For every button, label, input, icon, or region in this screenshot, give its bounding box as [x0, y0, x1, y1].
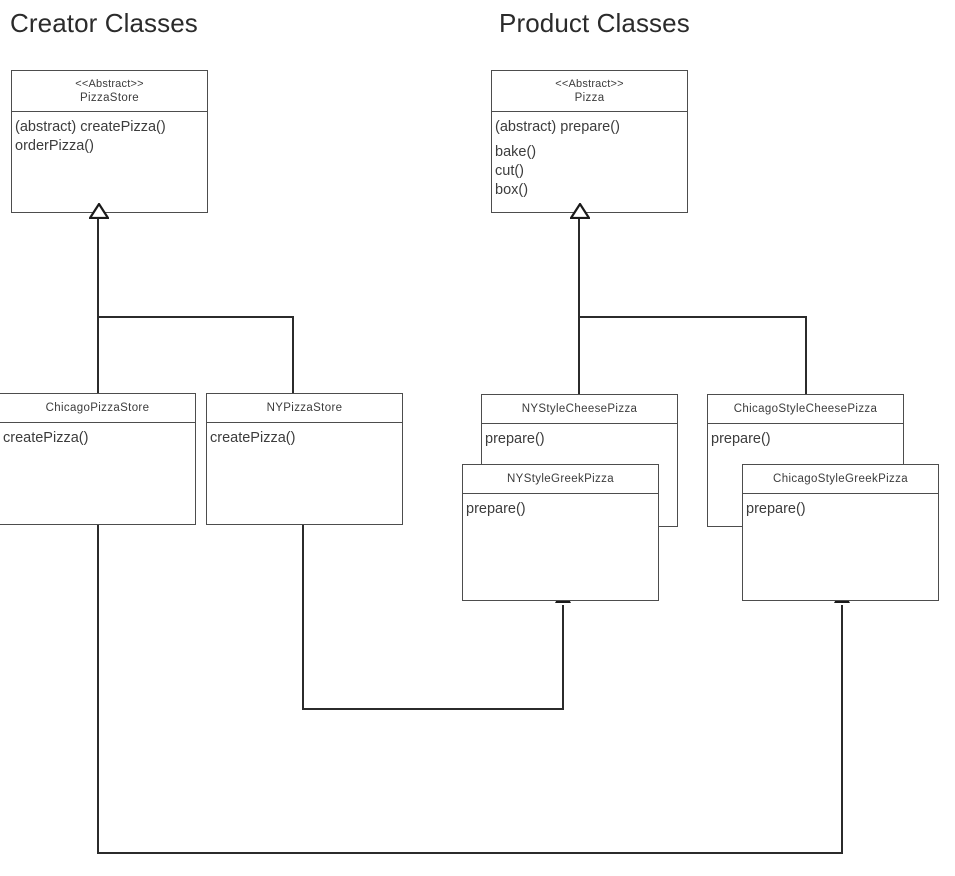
method-item: prepare() — [746, 501, 806, 517]
inheritance-arrow-pizza — [570, 203, 590, 219]
section-title-creator-classes: Creator Classes — [10, 8, 198, 38]
class-name-chicagopizzastore: ChicagoPizzaStore — [45, 402, 150, 414]
connector-nystylecheesepizza-riser — [578, 316, 580, 395]
class-header-nystylegreekpizza: NYStyleGreekPizza — [463, 465, 658, 494]
class-stereotype-pizzastore: <<Abstract>> — [75, 78, 144, 90]
connector-pizza-trunk — [578, 218, 580, 318]
class-name-pizza: Pizza — [574, 92, 605, 104]
method-item: box() — [495, 182, 529, 198]
class-header-pizza: <<Abstract>> Pizza — [492, 71, 687, 112]
connector-nypizzastore-riser — [292, 316, 294, 394]
connector-pizzastore-crossbar — [97, 316, 294, 318]
connector-chicagopizzastore-riser — [97, 316, 99, 394]
class-members-nystylegreekpizza: prepare() — [463, 494, 658, 600]
class-header-chicagopizzastore: ChicagoPizzaStore — [0, 394, 195, 423]
class-header-nypizzastore: NYPizzaStore — [207, 394, 402, 423]
method-item: prepare() — [466, 501, 526, 517]
class-name-nystylecheesepizza: NYStyleCheesePizza — [521, 403, 638, 415]
method-item: prepare() — [711, 431, 771, 447]
connector-chicagostylecheesepizza-riser — [805, 316, 807, 395]
inheritance-arrow-pizzastore — [89, 203, 109, 219]
class-header-chicagostylegreekpizza: ChicagoStyleGreekPizza — [743, 465, 938, 494]
class-name-chicagostylecheesepizza: ChicagoStyleCheesePizza — [733, 403, 878, 415]
connector-chicagogreek-riser — [841, 605, 843, 853]
class-members-chicagostylecheesepizza: prepare() — [708, 424, 903, 526]
class-name-nystylegreekpizza: NYStyleGreekPizza — [507, 473, 614, 485]
class-box-nystylegreekpizza[interactable]: NYStyleGreekPizza prepare() — [462, 464, 659, 601]
class-name-chicagostylegreekpizza: ChicagoStyleGreekPizza — [773, 473, 908, 485]
connector-nypizzastore-drop — [302, 523, 304, 710]
class-box-pizzastore[interactable]: <<Abstract>> PizzaStore (abstract) creat… — [11, 70, 208, 213]
class-members-nypizzastore: createPizza() — [207, 423, 402, 524]
method-item: (abstract) prepare() — [495, 119, 620, 135]
method-item: (abstract) createPizza() — [15, 119, 166, 135]
method-item: createPizza() — [3, 430, 89, 446]
connector-chicagogreek-run — [97, 852, 843, 854]
class-header-nystylecheesepizza: NYStyleCheesePizza — [482, 395, 677, 424]
method-item: orderPizza() — [15, 138, 94, 154]
connector-pizza-crossbar — [578, 316, 807, 318]
class-members-nystylecheesepizza: prepare() — [482, 424, 677, 526]
class-members-pizzastore: (abstract) createPizza() orderPizza() — [12, 112, 207, 212]
method-item: cut() — [495, 163, 524, 179]
method-item: bake() — [495, 144, 537, 160]
connector-nygreek-riser — [562, 605, 564, 709]
class-members-chicagostylegreekpizza: prepare() — [743, 494, 938, 600]
class-members-pizza: (abstract) prepare() bake() cut() box() — [492, 112, 687, 212]
class-box-pizza[interactable]: <<Abstract>> Pizza (abstract) prepare() … — [491, 70, 688, 213]
class-header-chicagostylecheesepizza: ChicagoStyleCheesePizza — [708, 395, 903, 424]
class-header-pizzastore: <<Abstract>> PizzaStore — [12, 71, 207, 112]
connector-nygreek-run — [302, 708, 564, 710]
class-name-pizzastore: PizzaStore — [79, 92, 140, 104]
class-members-chicagopizzastore: createPizza() — [0, 423, 195, 524]
class-box-chicagopizzastore[interactable]: ChicagoPizzaStore createPizza() — [0, 393, 196, 525]
class-stereotype-pizza: <<Abstract>> — [555, 78, 624, 90]
connector-chicagopizzastore-drop — [97, 523, 99, 854]
section-title-product-classes: Product Classes — [499, 8, 690, 38]
class-box-nypizzastore[interactable]: NYPizzaStore createPizza() — [206, 393, 403, 525]
class-box-chicagostylegreekpizza[interactable]: ChicagoStyleGreekPizza prepare() — [742, 464, 939, 601]
method-item: createPizza() — [210, 430, 296, 446]
connector-pizzastore-trunk — [97, 218, 99, 318]
method-item: prepare() — [485, 431, 545, 447]
class-name-nypizzastore: NYPizzaStore — [266, 402, 343, 414]
